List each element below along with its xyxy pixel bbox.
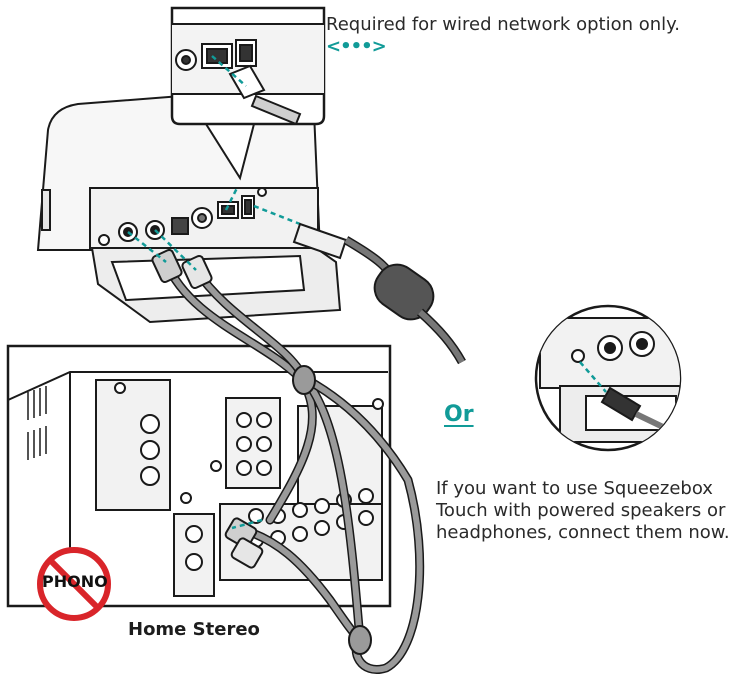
phono-prohibited-icon <box>37 547 111 621</box>
wired-network-note-text: Required for wired network option only. <box>326 14 680 35</box>
network-port-zoom <box>170 6 326 181</box>
phono-label: PHONO <box>42 572 108 591</box>
network-dotted-arrow-icon: <•••> <box>326 36 387 57</box>
device-rear-ports <box>98 187 267 246</box>
wired-network-note: Required for wired network option only. … <box>326 14 706 58</box>
powered-speakers-note: If you want to use Squeezebox Touch with… <box>436 478 730 543</box>
home-stereo-caption: Home Stereo <box>128 619 260 640</box>
headphone-jack-inset <box>534 304 682 452</box>
or-label: Or <box>444 402 474 427</box>
power-cable <box>292 222 466 365</box>
cable-guide-lines <box>127 185 301 530</box>
